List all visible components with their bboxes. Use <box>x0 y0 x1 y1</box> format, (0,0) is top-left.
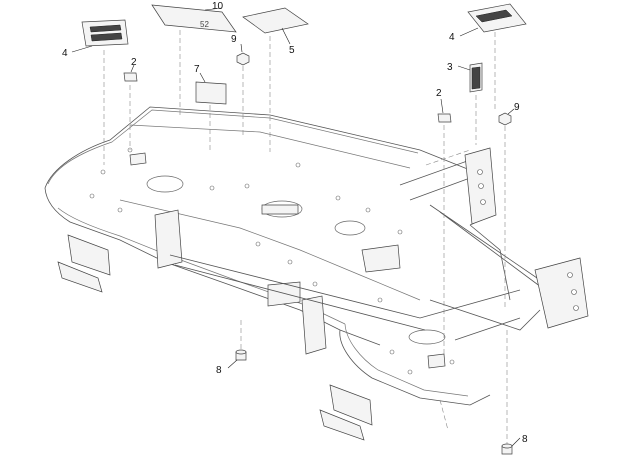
callout-label: 2 <box>131 57 137 68</box>
callout-label: 8 <box>522 434 528 445</box>
callout-label: 5 <box>289 45 295 56</box>
callout-leaders <box>71 7 521 447</box>
callout-label: 4 <box>62 48 68 59</box>
callout-label: 9 <box>231 34 237 45</box>
decal-4-left <box>81 19 129 47</box>
nut-9-left <box>236 52 250 66</box>
callout-label: 10 <box>212 1 224 12</box>
decal-10: 52 <box>151 4 237 33</box>
decal-5 <box>242 7 309 34</box>
decal-4-right <box>467 3 527 33</box>
explosion-lines <box>103 30 508 444</box>
decal-3 <box>469 62 483 93</box>
callout-label: 9 <box>514 102 520 113</box>
callout-label: 3 <box>447 62 453 73</box>
mower-deck <box>44 106 491 441</box>
svg-text:52: 52 <box>200 20 209 29</box>
bolt-8-right <box>501 443 513 455</box>
callout-label: 7 <box>194 64 200 75</box>
callout-label: 2 <box>436 88 442 99</box>
callout-label: 4 <box>449 32 455 43</box>
clip-2-right <box>437 113 452 123</box>
decal-7 <box>195 81 227 105</box>
nut-9-right <box>498 112 512 126</box>
clip-2-left <box>123 72 138 82</box>
deck-frame <box>169 147 589 341</box>
bolt-8-left <box>235 349 247 361</box>
callout-label: 8 <box>216 365 222 376</box>
